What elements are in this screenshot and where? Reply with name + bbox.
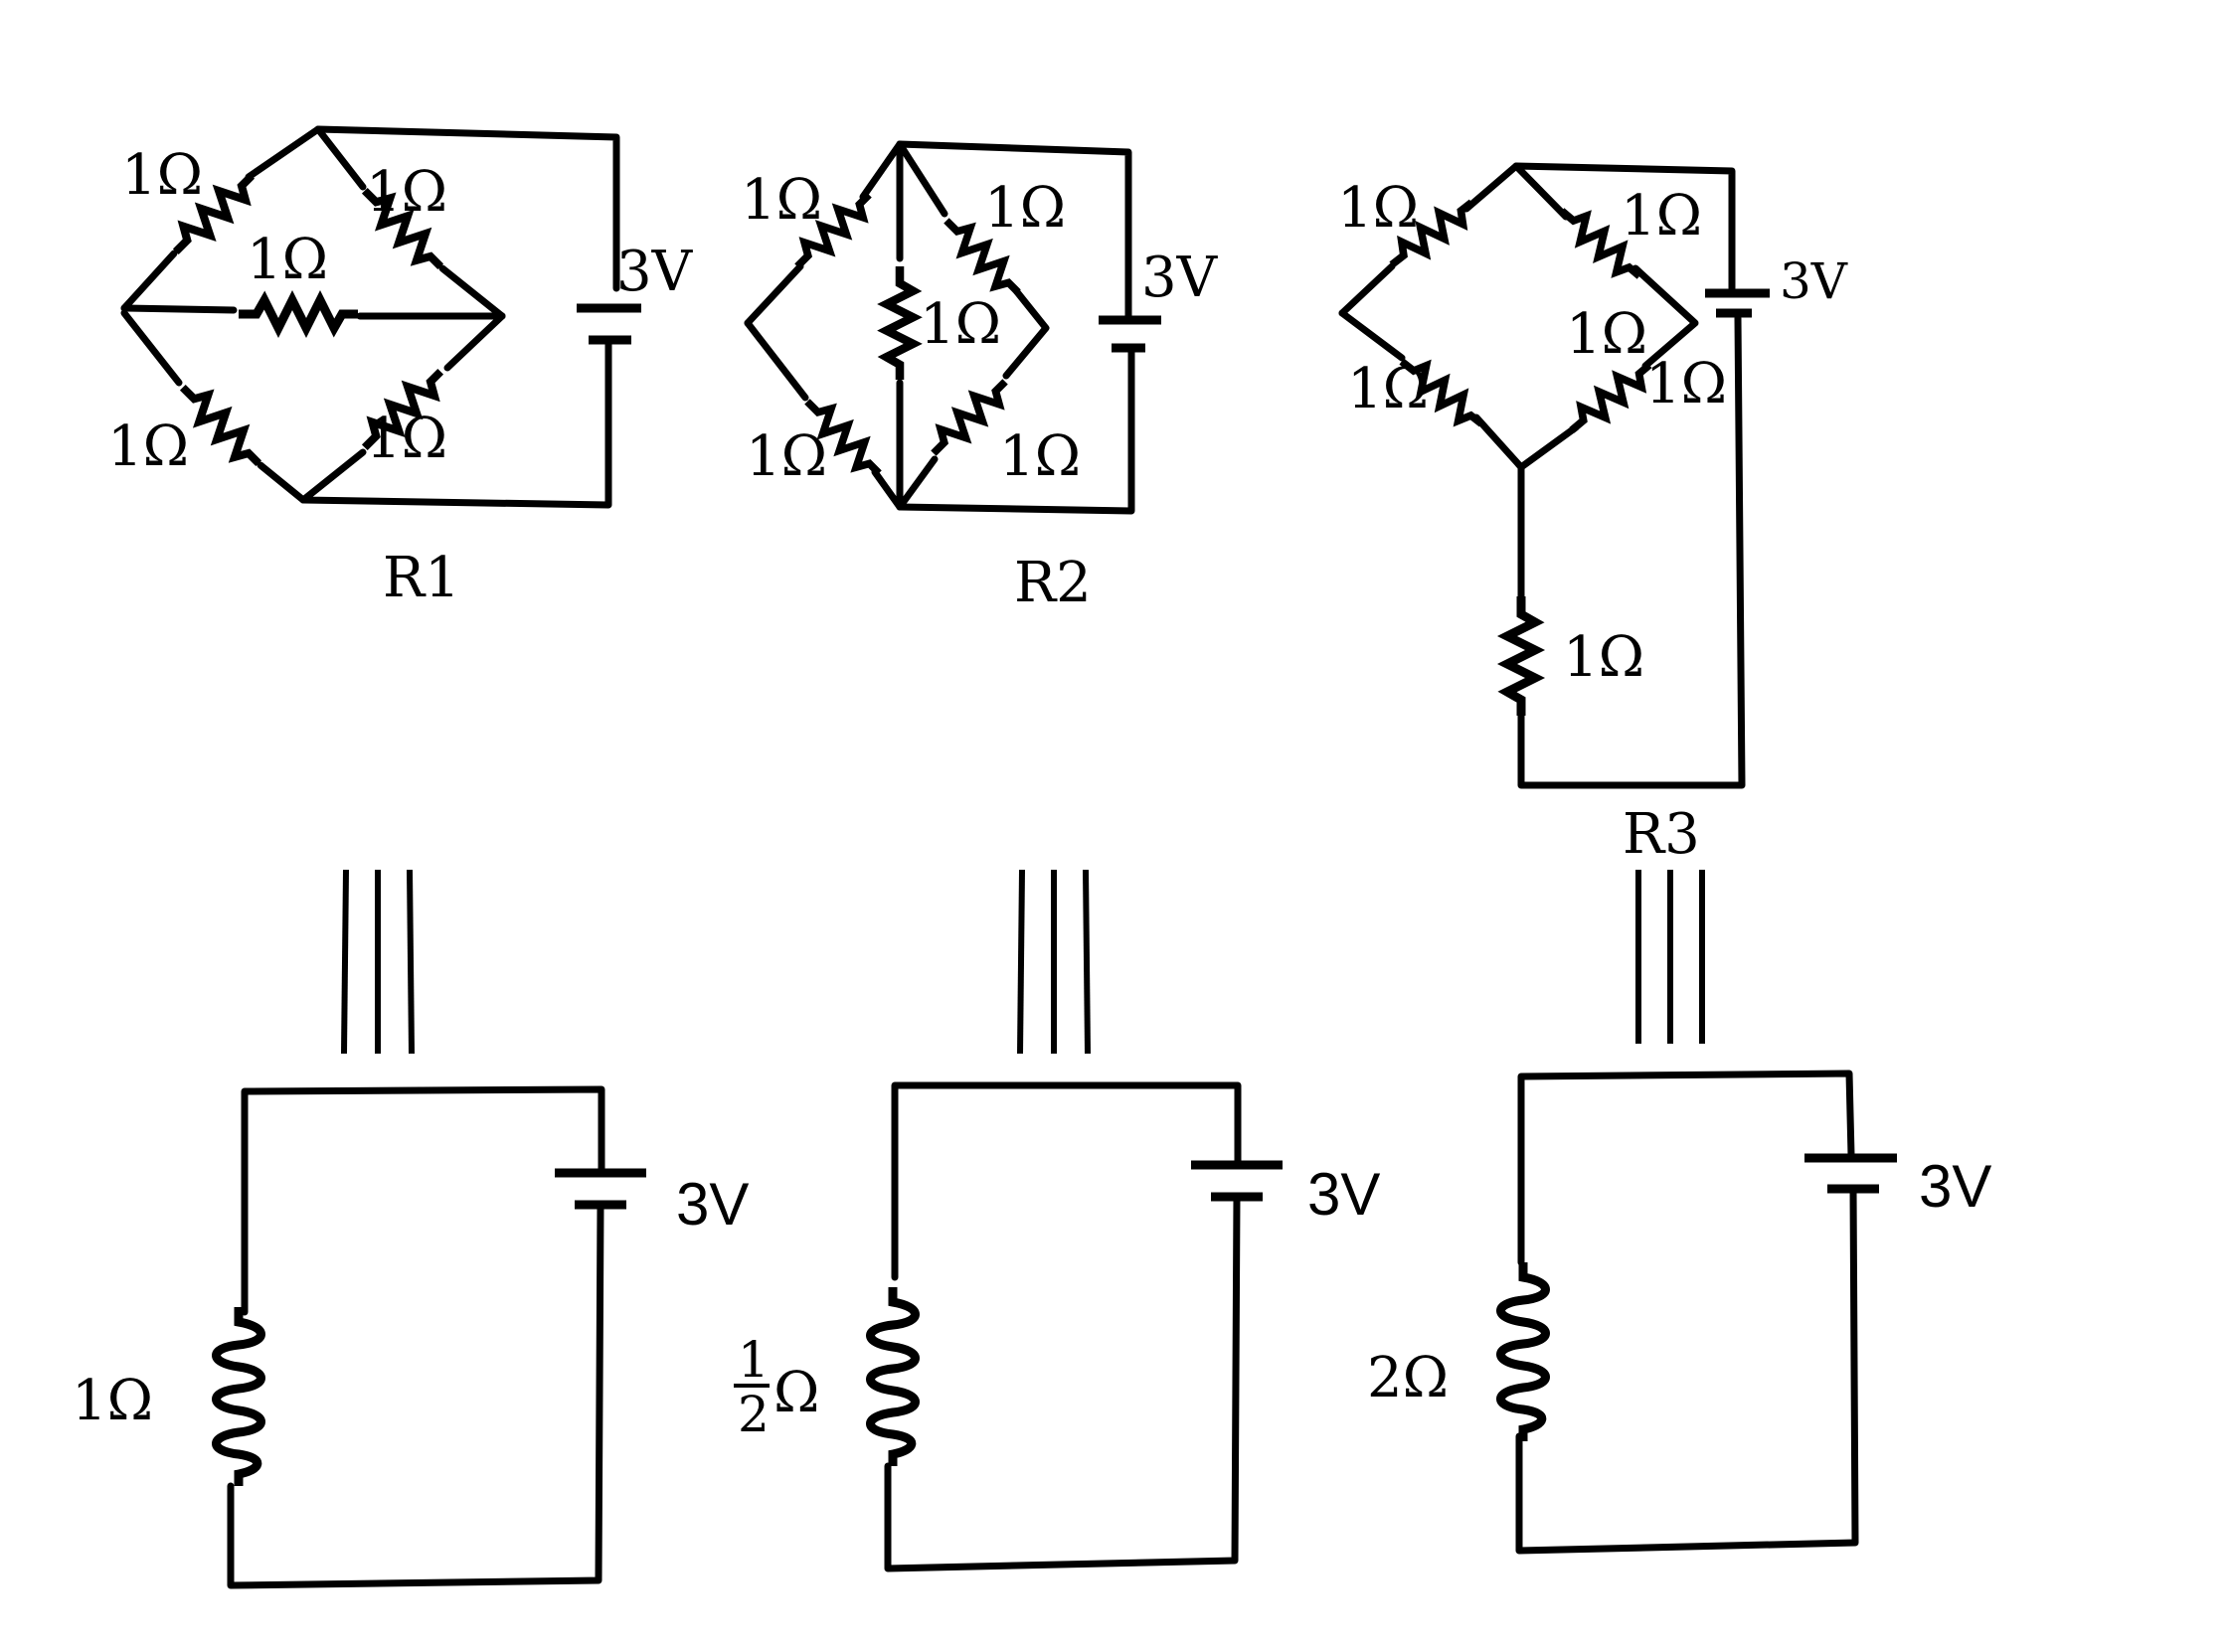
wire xyxy=(120,304,238,314)
resistor-coil xyxy=(871,1287,916,1466)
circuit-r2: 1Ω 1Ω 1Ω 1Ω 1Ω 3V R2 xyxy=(741,140,1219,615)
wire xyxy=(120,309,183,387)
resistor-1ohm xyxy=(887,266,914,380)
resistor-label: 1Ω xyxy=(1566,302,1647,367)
wire xyxy=(1515,1185,1859,1555)
wire xyxy=(1631,264,1699,370)
resistor-1ohm xyxy=(239,300,358,328)
wire xyxy=(257,461,307,504)
wire xyxy=(438,264,506,320)
resistor-label: 1Ω xyxy=(999,424,1081,489)
battery-label: 3V xyxy=(1780,252,1848,310)
wire xyxy=(1462,162,1736,292)
battery-label: 3V xyxy=(616,240,694,304)
resistor-1ohm xyxy=(1507,596,1535,716)
wire xyxy=(443,312,506,372)
equivalence-symbol-3 xyxy=(1635,870,1705,1044)
equivalence-symbol-2 xyxy=(1017,869,1091,1055)
wire xyxy=(245,125,620,292)
wire xyxy=(227,1201,604,1589)
wire xyxy=(299,339,612,509)
resistor-label: 1Ω xyxy=(984,176,1066,241)
resistance-label: 1Ω xyxy=(72,1369,153,1433)
resistor-label: 1Ω xyxy=(920,292,1001,357)
resistor-label: 1Ω xyxy=(746,424,827,489)
resistor-label: 1Ω xyxy=(1347,357,1429,421)
resistor-label: 1Ω xyxy=(1621,184,1702,248)
wire xyxy=(871,344,1135,515)
wire xyxy=(1517,314,1746,789)
resistor-coil xyxy=(1501,1262,1546,1441)
wire xyxy=(1517,1070,1855,1266)
resistor-label: 1Ω xyxy=(247,228,328,292)
equivalent-circuit-1: 3V 1Ω xyxy=(72,1085,749,1589)
resistance-label: 2Ω xyxy=(1367,1346,1449,1410)
circuit-name: R1 xyxy=(383,546,460,610)
circuit-r3: 1Ω 1Ω 1Ω 1Ω 1Ω 1Ω 3V R3 xyxy=(1337,162,1848,867)
wire xyxy=(1517,423,1580,471)
circuit-r1: 1Ω 1Ω 1Ω 1Ω 1Ω 3V R1 xyxy=(107,125,694,610)
resistor-label: 1Ω xyxy=(741,168,822,233)
resistance-denominator: 2 xyxy=(738,1386,770,1443)
battery-label: 3V xyxy=(1919,1153,1991,1220)
wire xyxy=(1472,413,1525,600)
equivalent-circuit-2: 3V 1 2 Ω xyxy=(734,1081,1380,1572)
wire xyxy=(1338,262,1396,317)
resistor-label: 1Ω xyxy=(366,407,447,471)
battery-label: 3V xyxy=(676,1171,749,1238)
resistor-label: 1Ω xyxy=(107,414,189,479)
wire xyxy=(884,1193,1241,1572)
resistor-label: 1Ω xyxy=(1337,176,1419,241)
wire xyxy=(896,140,948,218)
wire xyxy=(1512,162,1570,221)
resistance-numerator: 1 xyxy=(738,1331,770,1389)
battery-label: 3V xyxy=(1307,1161,1380,1228)
circuit-name: R2 xyxy=(1014,551,1092,615)
resistor-label: 1Ω xyxy=(1563,625,1644,690)
battery-label: 3V xyxy=(1141,246,1219,310)
wire xyxy=(120,249,178,312)
wire xyxy=(744,262,804,327)
wire xyxy=(1338,309,1406,362)
resistor-label: 1Ω xyxy=(121,143,203,208)
resistor-coil xyxy=(217,1307,261,1486)
equivalent-circuit-3: 3V 2Ω xyxy=(1367,1070,1991,1555)
resistor-label: 1Ω xyxy=(1645,352,1727,416)
wire xyxy=(1002,284,1050,380)
resistance-unit: Ω xyxy=(773,1361,819,1425)
wire xyxy=(314,125,367,191)
wire xyxy=(744,319,809,402)
equivalence-symbol-1 xyxy=(341,869,415,1055)
wire xyxy=(891,1081,1242,1281)
circuit-name: R3 xyxy=(1623,802,1700,867)
wire xyxy=(896,455,939,511)
wire xyxy=(241,1085,605,1316)
resistor-label: 1Ω xyxy=(366,160,447,225)
wire xyxy=(859,140,1132,324)
